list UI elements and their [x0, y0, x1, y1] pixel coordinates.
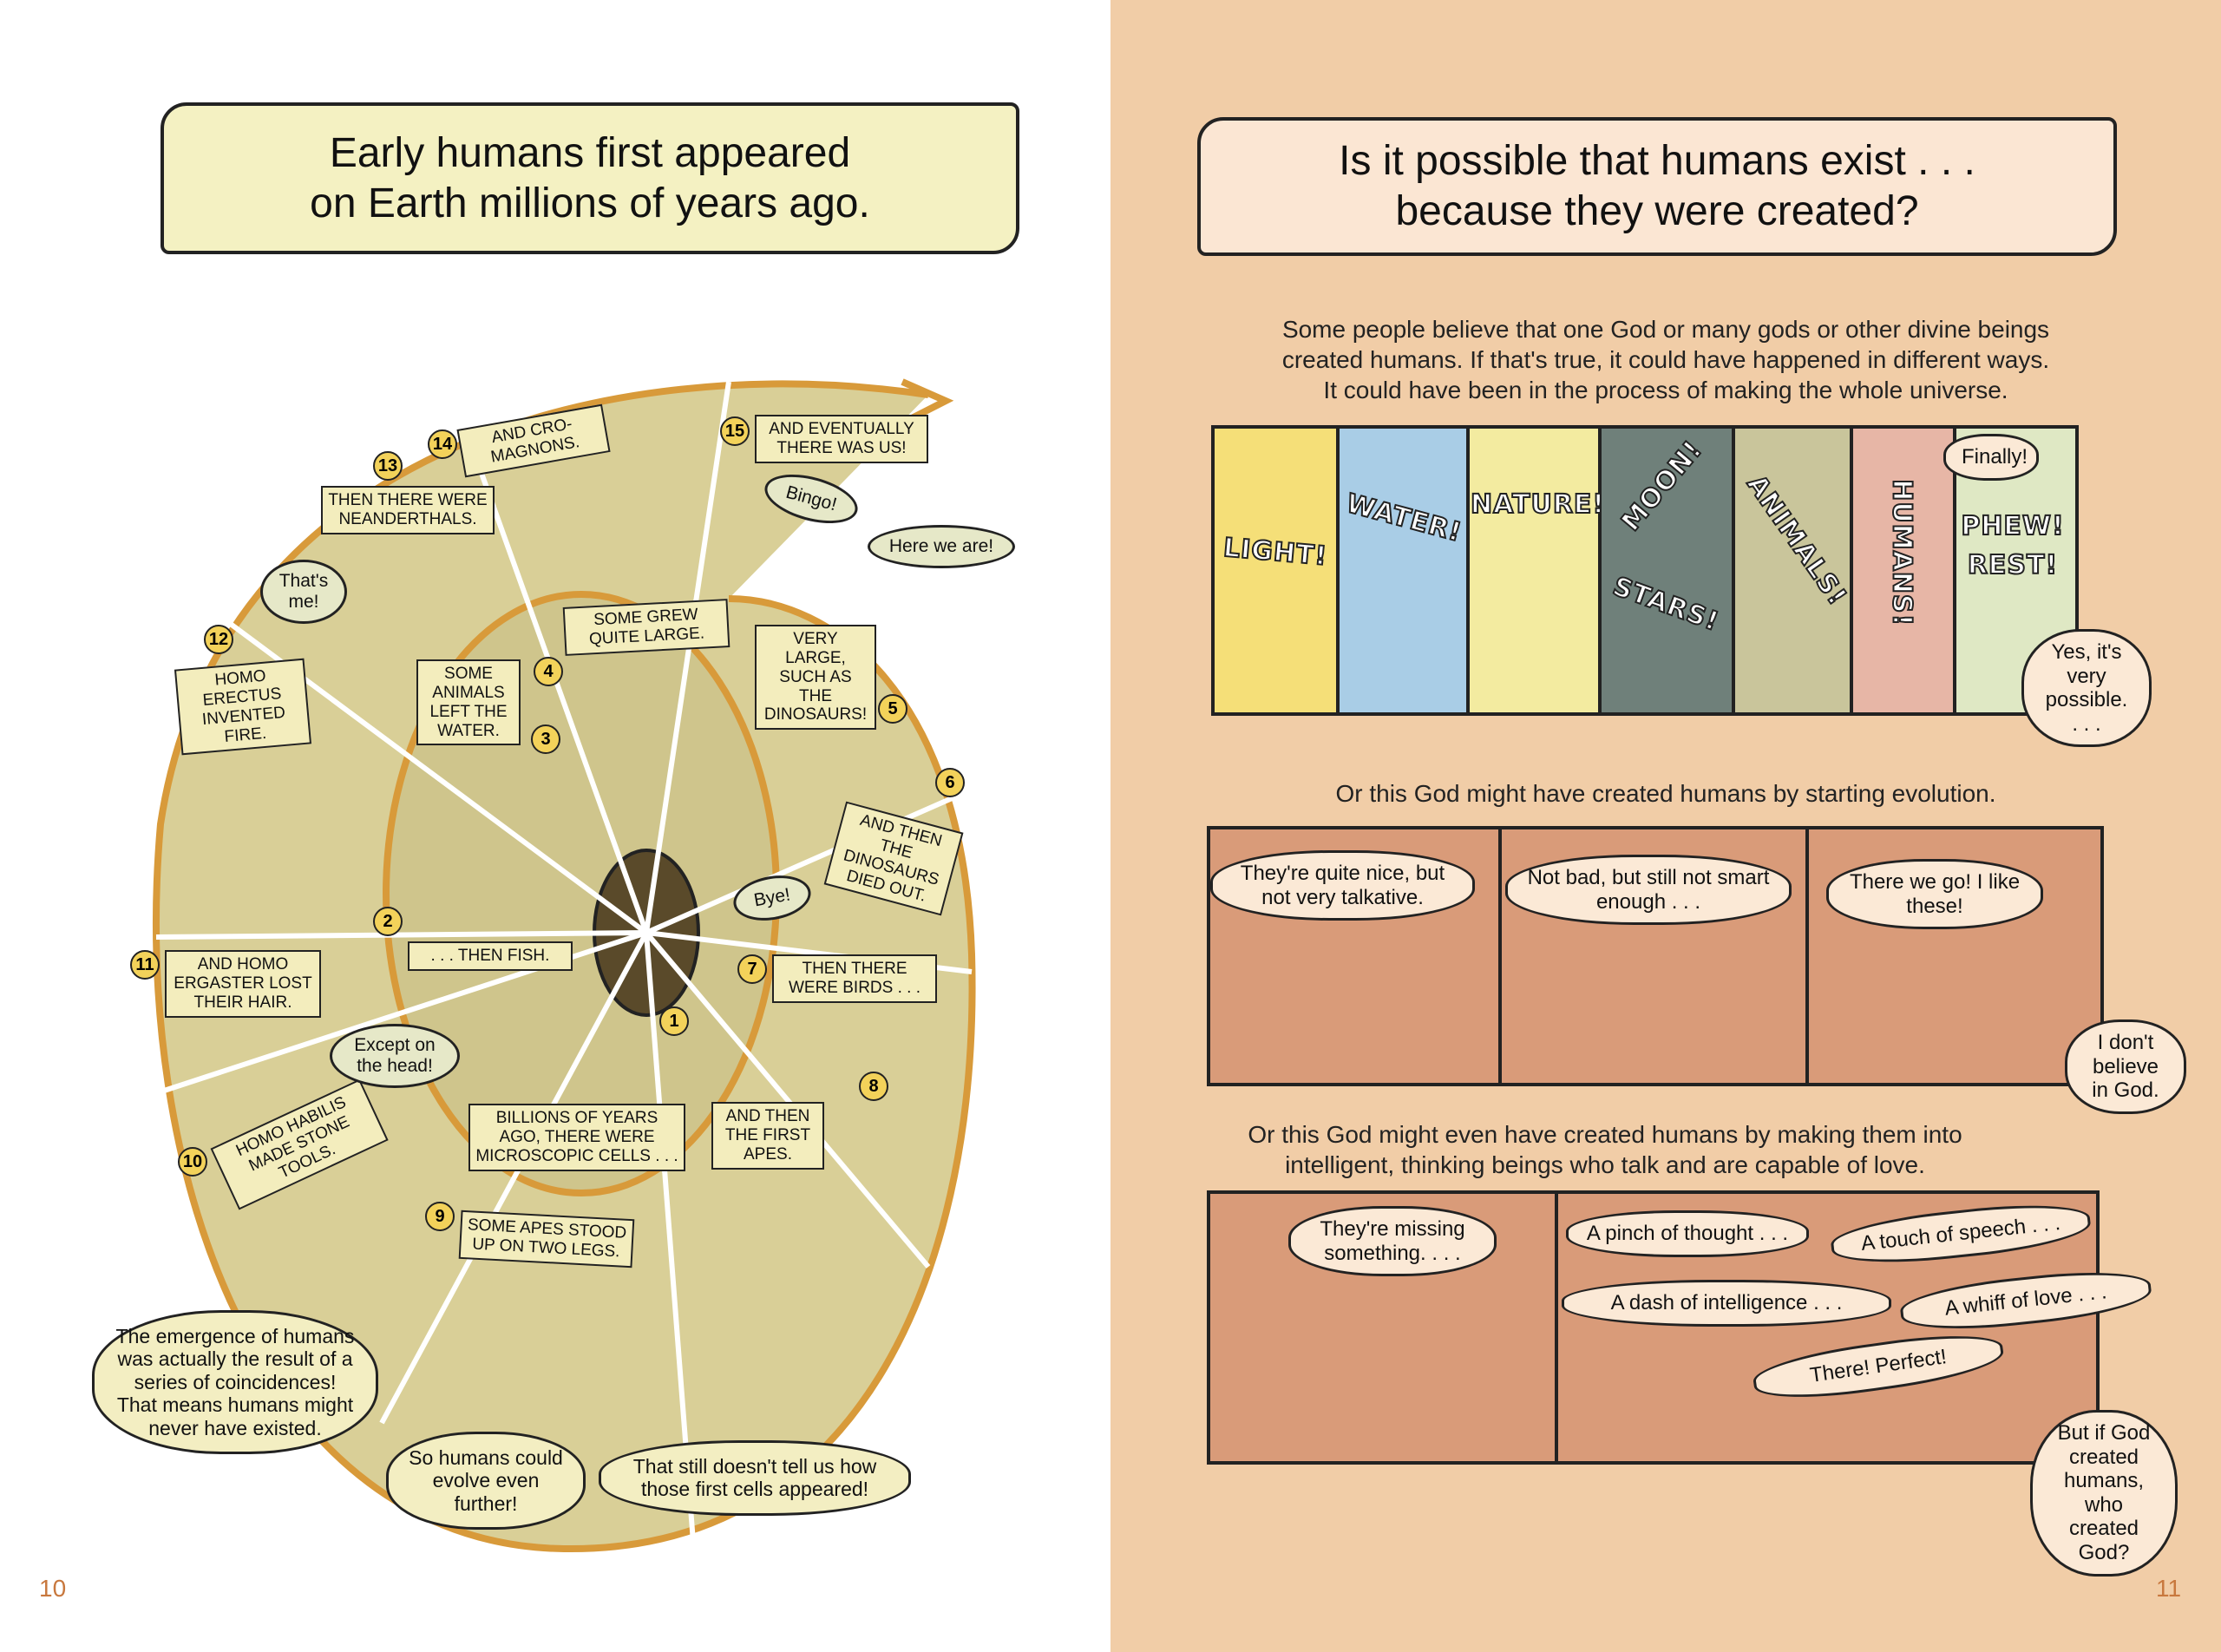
step-number-badge: 4 — [534, 657, 563, 686]
step-number-badge: 2 — [373, 907, 403, 936]
step-number-badge: 8 — [859, 1072, 888, 1101]
speech-finally: Finally! — [1943, 434, 2039, 481]
step-caption-5: Very large, such as the dinosaurs! — [755, 625, 876, 731]
bubble-pinch-thought: A pinch of thought . . . — [1566, 1210, 1809, 1257]
caption-line: Or this God might even have created huma… — [1248, 1121, 1962, 1148]
bubble-who-created-god: But if God created humans, who created G… — [2030, 1410, 2178, 1577]
right-title-banner: Is it possible that humans exist . . . b… — [1197, 117, 2117, 256]
creation-panel — [1336, 425, 1470, 716]
right-page: Is it possible that humans exist . . . b… — [1110, 0, 2221, 1652]
label-rest: REST! — [1967, 550, 2059, 581]
step-caption-12: Homo erectus invented fire. — [174, 658, 312, 756]
caption-evolution: Or this God might have created humans by… — [1335, 780, 1996, 807]
step-number-badge: 15 — [720, 416, 750, 446]
step-caption-3: Some animals left the water. — [416, 659, 521, 746]
step-number-badge: 7 — [737, 954, 767, 984]
bubble-emergence: The emergence of humans was actually the… — [92, 1310, 378, 1455]
speech-except-head: Except on the head! — [330, 1024, 460, 1089]
spiral-arrow — [901, 378, 954, 424]
speech-here-we-are: Here we are! — [868, 525, 1015, 569]
intro-line: Some people believe that one God or many… — [1281, 316, 2050, 343]
step-number-badge: 13 — [373, 451, 403, 481]
step-number-badge: 5 — [878, 694, 907, 724]
step-number-badge: 6 — [935, 768, 965, 797]
left-title-line: Early humans first appeared — [329, 129, 851, 176]
step-number-badge: 12 — [204, 625, 233, 654]
bubble-dash-intelligence: A dash of intelligence . . . — [1562, 1280, 1891, 1327]
intro-line: It could have been in the process of mak… — [1323, 377, 2008, 403]
step-caption-4: Some grew quite large. — [562, 599, 731, 656]
left-title-banner: Early humans first appeared on Earth mil… — [161, 102, 1019, 254]
creation-panel — [1466, 425, 1602, 716]
creation-panel — [1598, 425, 1735, 716]
step-caption-11: And Homo ergaster lost their hair. — [165, 950, 321, 1018]
step-number-badge: 3 — [531, 724, 560, 754]
step-number-badge: 11 — [130, 950, 160, 980]
step-caption-9: Some apes stood up on two legs. — [458, 1210, 635, 1268]
label-humans: HUMANS! — [1885, 478, 1917, 627]
page-number: 10 — [39, 1575, 67, 1602]
step-number-badge: 14 — [428, 429, 457, 459]
bubble-missing-something: They're missing something. . . . — [1288, 1206, 1497, 1277]
intro-paragraph: Some people believe that one God or many… — [1145, 314, 2186, 405]
right-title-line: Is it possible that humans exist . . . — [1339, 138, 1975, 185]
step-number-badge: 1 — [659, 1006, 689, 1036]
bubble-not-smart: Not bad, but still not smart enough . . … — [1505, 855, 1792, 926]
step-caption-2: . . . then fish. — [408, 941, 573, 971]
step-number-badge: 9 — [425, 1202, 455, 1231]
step-caption-8: And then the first apes. — [711, 1102, 824, 1170]
intro-line: created humans. If that's true, it could… — [1281, 346, 2050, 373]
creation-panel — [1850, 425, 1956, 716]
label-nature: NATURE! — [1470, 489, 1606, 521]
step-number-badge: 10 — [178, 1147, 207, 1177]
right-title-line: because they were created? — [1395, 188, 1919, 234]
bubble-evolve-further: So humans could evolve even further! — [386, 1432, 586, 1531]
left-page: Early humans first appeared on Earth mil… — [0, 0, 1110, 1652]
bubble-first-cells: That still doesn't tell us how those fir… — [599, 1440, 911, 1516]
caption-love: Or this God might even have created huma… — [1163, 1119, 2047, 1180]
left-title-line: on Earth millions of years ago. — [310, 180, 870, 226]
label-phew: PHEW! — [1960, 511, 2065, 542]
caption-line: intelligent, thinking beings who talk an… — [1285, 1151, 1925, 1178]
bubble-dont-believe: I don't believe in God. — [2065, 1019, 2186, 1114]
bubble-very-possible: Yes, it's very possible. . . . — [2021, 629, 2152, 748]
bubble-quite-nice: They're quite nice, but not very talkati… — [1210, 850, 1475, 921]
creation-panel — [1732, 425, 1853, 716]
page-number: 11 — [2156, 1575, 2182, 1602]
bubble-like-these: There we go! I like these! — [1826, 859, 2043, 930]
speech-thats-me: That's me! — [260, 560, 347, 625]
